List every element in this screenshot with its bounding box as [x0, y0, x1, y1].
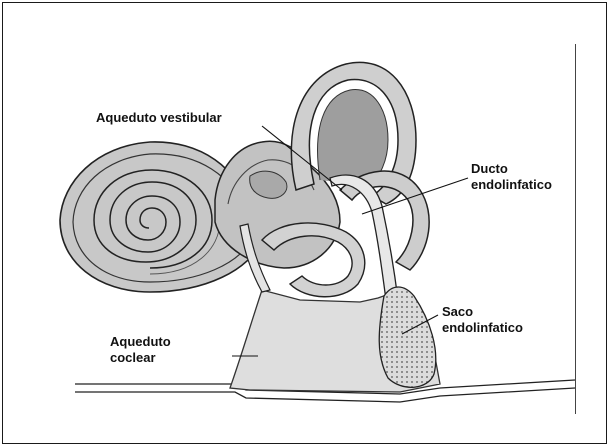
- label-aqueduto-coclear-line2: coclear: [110, 350, 171, 366]
- label-aqueduto-vestibular: Aqueduto vestibular: [96, 110, 222, 126]
- label-saco-line2: endolinfatico: [442, 320, 523, 336]
- label-saco-line1: Saco: [442, 304, 523, 320]
- label-ducto-endolinfatico: Ducto endolinfatico: [471, 161, 552, 193]
- label-aqueduto-coclear: Aqueduto coclear: [110, 334, 171, 366]
- label-ducto-line2: endolinfatico: [471, 177, 552, 193]
- label-saco-endolinfatico: Saco endolinfatico: [442, 304, 523, 336]
- label-aqueduto-coclear-line1: Aqueduto: [110, 334, 171, 350]
- label-ducto-line1: Ducto: [471, 161, 552, 177]
